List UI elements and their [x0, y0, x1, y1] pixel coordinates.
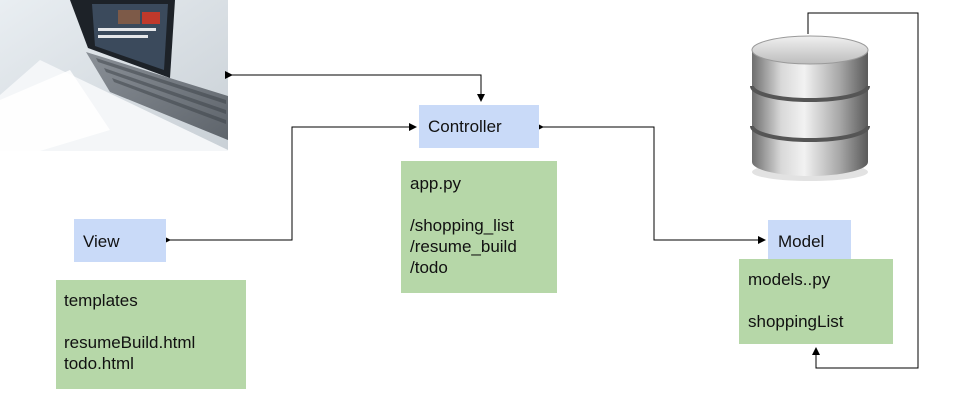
view-file-todo: todo.html: [64, 354, 134, 373]
laptop-image: [0, 0, 228, 151]
controller-model-connector: [536, 123, 766, 244]
view-spacer: [64, 311, 195, 332]
model-spacer: [748, 290, 843, 311]
controller-title: Controller: [428, 117, 502, 136]
view-title: View: [83, 232, 120, 251]
route-shopping-list: /shopping_list: [410, 216, 514, 235]
model-title: Model: [778, 232, 825, 251]
view-file-resume: resumeBuild.html: [64, 333, 196, 352]
database-icon: [748, 34, 872, 182]
model-detail-box: models..py shoppingList: [739, 259, 893, 344]
model-class: shoppingList: [748, 312, 844, 331]
route-resume-build: /resume_build: [410, 237, 517, 256]
view-folder: templates: [64, 291, 138, 310]
controller-spacer: [410, 194, 517, 215]
route-todo: /todo: [410, 258, 448, 277]
database-model-connector: [807, 12, 919, 369]
model-title-box: Model: [768, 220, 851, 261]
model-file: models..py: [748, 270, 831, 289]
controller-file: app.py: [410, 174, 462, 193]
view-controller-connector: [163, 123, 417, 244]
view-title-box: View: [74, 219, 166, 262]
controller-detail-box: app.py /shopping_list /resume_build /tod…: [401, 161, 557, 293]
controller-title-box: Controller: [419, 105, 539, 148]
view-detail-box: templates resumeBuild.html todo.html: [56, 280, 246, 389]
laptop-controller-connector: [225, 71, 485, 102]
